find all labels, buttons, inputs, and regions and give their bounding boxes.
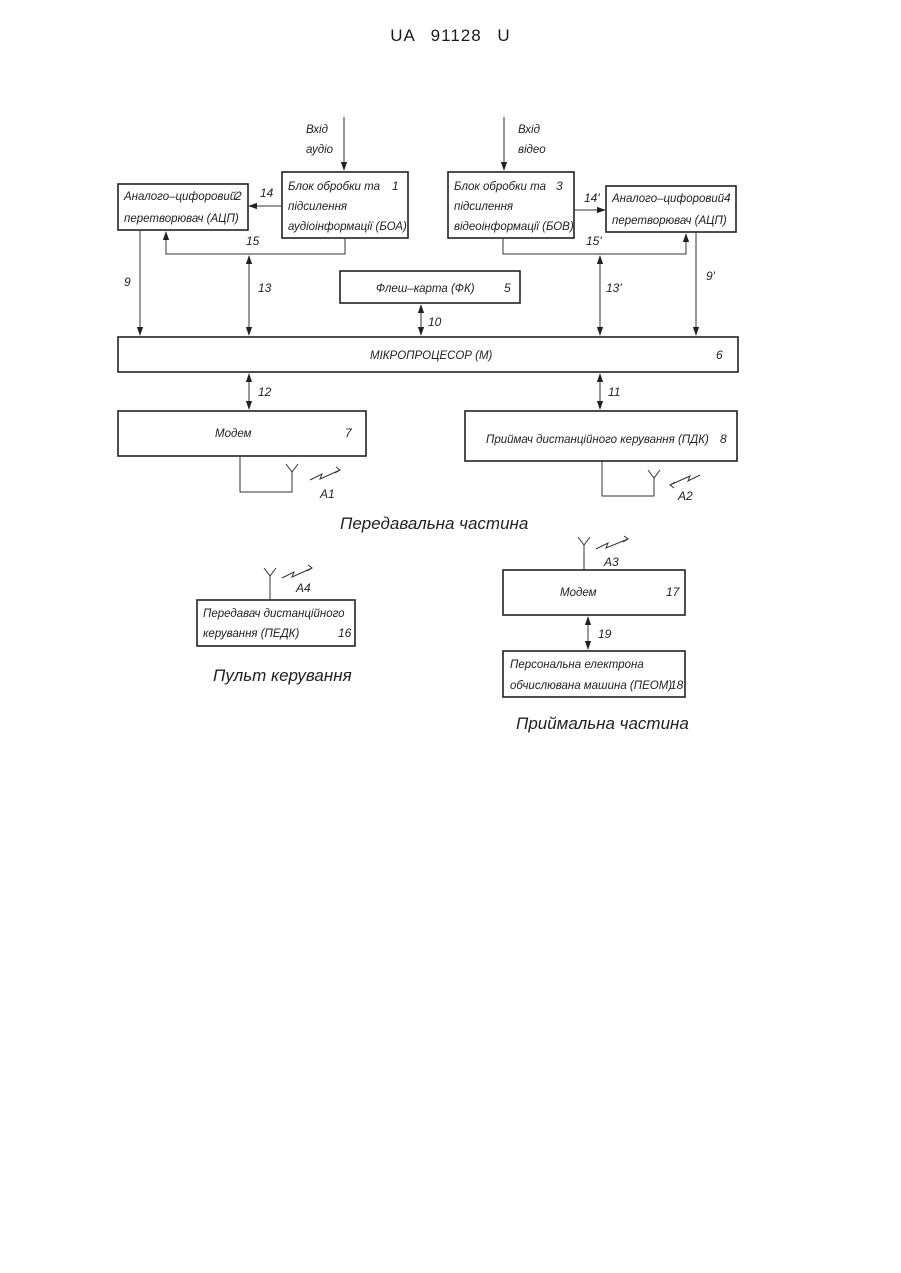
svg-text:2: 2 (234, 189, 242, 203)
svg-text:6: 6 (716, 348, 723, 362)
svg-text:керування (ПЕДК): керування (ПЕДК) (203, 628, 299, 640)
svg-text:підсилення: підсилення (288, 201, 347, 213)
svg-text:перетворювач (АЦП): перетворювач (АЦП) (124, 213, 239, 225)
svg-text:18: 18 (670, 678, 684, 692)
svg-text:19: 19 (598, 627, 612, 641)
svg-text:МІКРОПРОЦЕСОР (М): МІКРОПРОЦЕСОР (М) (370, 350, 493, 362)
audio-input: Вхід аудіо (306, 117, 344, 170)
svg-text:Аналого–цифоровий: Аналого–цифоровий (123, 191, 237, 203)
link-9: 9 (124, 230, 140, 335)
antenna-a4: A4 (264, 565, 312, 600)
svg-text:9': 9' (706, 269, 716, 283)
svg-text:перетворювач (АЦП): перетворювач (АЦП) (612, 215, 727, 227)
link-19: 19 (588, 617, 612, 649)
adc-video-block: Аналого–цифоровий перетворювач (АЦП) 4 (606, 186, 736, 232)
link-12: 12 (249, 374, 272, 409)
svg-text:5: 5 (504, 281, 511, 295)
svg-text:8: 8 (720, 432, 727, 446)
svg-text:Приймач дистанційного керуванн: Приймач дистанційного керування (ПДК) (486, 434, 709, 446)
svg-text:A3: A3 (603, 555, 619, 569)
svg-text:3: 3 (556, 179, 563, 193)
link-10: 10 (421, 305, 442, 335)
svg-text:10: 10 (428, 315, 442, 329)
flash-card-block: Флеш–карта (ФК) 5 (340, 271, 520, 303)
svg-text:Вхід: Вхід (518, 124, 540, 136)
svg-text:4: 4 (724, 191, 731, 205)
svg-text:16: 16 (338, 626, 352, 640)
video-processing-block: Блок обробки та підсилення відеоінформац… (448, 172, 574, 238)
svg-text:1: 1 (392, 179, 399, 193)
antenna-a1: A1 (240, 456, 340, 501)
svg-text:15': 15' (586, 234, 602, 248)
svg-text:15: 15 (246, 234, 260, 248)
link-13: 13 (249, 256, 272, 335)
svg-text:Вхід: Вхід (306, 124, 328, 136)
adc-audio-block: Аналого–цифоровий перетворювач (АЦП) 2 (118, 184, 248, 230)
svg-text:Аналого–цифоровий: Аналого–цифоровий (611, 193, 725, 205)
svg-text:13: 13 (258, 281, 272, 295)
svg-text:відеоінформації (БОВ): відеоінформації (БОВ) (454, 221, 574, 233)
antenna-a3: A3 (578, 536, 628, 570)
svg-text:підсилення: підсилення (454, 201, 513, 213)
svg-text:Передавач дистанційного: Передавач дистанційного (203, 608, 345, 620)
svg-text:Блок обробки та: Блок обробки та (454, 181, 546, 193)
svg-text:A1: A1 (319, 487, 335, 501)
svg-text:відео: відео (518, 144, 546, 156)
svg-text:Модем: Модем (560, 587, 597, 599)
link-13p: 13' (600, 256, 622, 335)
svg-text:11: 11 (608, 385, 620, 399)
microprocessor-block: МІКРОПРОЦЕСОР (М) 6 (118, 337, 738, 372)
modem-block: Модем 7 (118, 411, 366, 456)
svg-text:17: 17 (666, 585, 681, 599)
caption-receive: Приймальна частина (516, 714, 689, 733)
svg-text:13': 13' (606, 281, 622, 295)
svg-text:Модем: Модем (215, 428, 252, 440)
svg-text:аудіоінформації (БОА): аудіоінформації (БОА) (288, 221, 407, 233)
remote-transmitter-block: Передавач дистанційного керування (ПЕДК)… (197, 600, 355, 646)
link-9p: 9' (696, 232, 716, 335)
remote-receiver-block: Приймач дистанційного керування (ПДК) 8 (465, 411, 737, 461)
audio-processing-block: Блок обробки та підсилення аудіоінформац… (282, 172, 408, 238)
caption-transmit: Передавальна частина (340, 514, 528, 533)
svg-text:A2: A2 (677, 489, 693, 503)
pc-block: Персональна електрона обчислювана машина… (503, 651, 685, 697)
svg-text:аудіо: аудіо (306, 144, 334, 156)
caption-control: Пульт керування (213, 666, 352, 685)
svg-text:Персональна електрона: Персональна електрона (510, 659, 644, 671)
svg-text:A4: A4 (295, 581, 311, 595)
svg-text:Флеш–карта (ФК): Флеш–карта (ФК) (376, 283, 475, 295)
link-11: 11 (600, 374, 620, 409)
svg-text:Блок обробки та: Блок обробки та (288, 181, 380, 193)
svg-text:9: 9 (124, 275, 131, 289)
antenna-a2: A2 (602, 461, 700, 503)
video-input: Вхід відео (504, 117, 546, 170)
link-14-label: 14 (260, 186, 274, 200)
svg-text:обчислювана машина (ПЕОМ): обчислювана машина (ПЕОМ) (510, 680, 672, 692)
svg-text:12: 12 (258, 385, 272, 399)
receiver-modem-block: Модем 17 (503, 570, 685, 615)
link-14p-label: 14' (584, 191, 600, 205)
